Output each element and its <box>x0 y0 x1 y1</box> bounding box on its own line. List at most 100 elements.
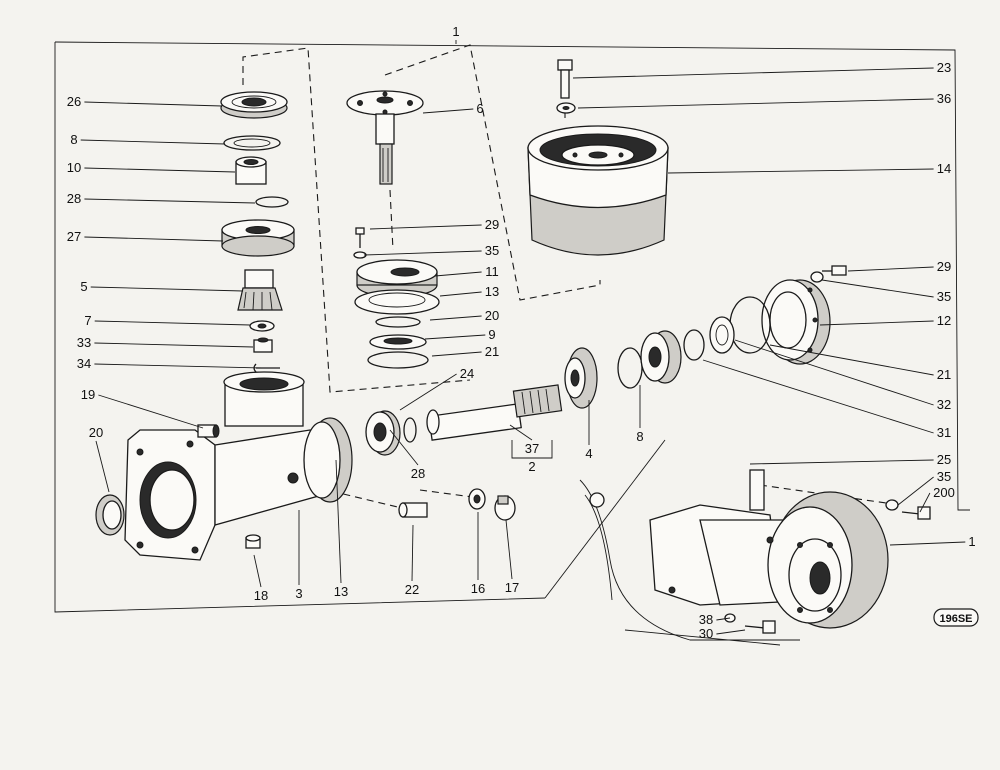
callout-labels: 2681028275733341920629351113209212336142… <box>67 60 976 641</box>
leader-line-c-21a <box>431 351 482 357</box>
bolt-29b <box>822 265 847 276</box>
callout-c-23: 23 <box>937 60 951 75</box>
assembly-frame <box>54 40 970 613</box>
callout-c-29b: 29 <box>937 259 951 274</box>
callout-c-13b: 13 <box>334 584 348 599</box>
callout-c-5: 5 <box>80 279 87 294</box>
callout-c-31: 31 <box>937 425 951 440</box>
callout-c-37: 37 <box>525 441 539 456</box>
callout-c-7: 7 <box>84 313 91 328</box>
leader-line-c-35b <box>821 279 934 298</box>
nut-33 <box>253 337 273 353</box>
leader-line-c-38 <box>716 617 731 621</box>
seal-20a <box>95 494 125 536</box>
leader-line-c-36 <box>577 98 934 109</box>
seal-32 <box>709 316 735 354</box>
leader-line-c-14 <box>667 168 934 174</box>
plug-17 <box>494 495 516 521</box>
callout-c-8a: 8 <box>70 132 77 147</box>
assembly-guides <box>242 44 901 511</box>
callout-c-4: 4 <box>585 446 592 461</box>
leader-line-c-20a <box>95 440 110 493</box>
callout-c-14: 14 <box>937 161 951 176</box>
plug-19 <box>197 424 220 438</box>
callout-c-8b: 8 <box>636 429 643 444</box>
leader-line-c-22 <box>411 524 414 582</box>
leader-line-c-18 <box>253 554 262 588</box>
leader-line-c-29a <box>369 224 482 230</box>
leader-line-c-34 <box>94 363 263 369</box>
callout-c-17: 17 <box>505 580 519 595</box>
callout-c-36: 36 <box>937 91 951 106</box>
leader-line-c-28a <box>84 198 256 204</box>
brake-drum-14 <box>527 125 669 256</box>
seal-13a <box>354 289 440 315</box>
pinion-gear-5 <box>237 269 283 311</box>
circlip-8 <box>223 135 281 151</box>
leader-line-c-9 <box>424 334 486 340</box>
bearing-8-housing <box>640 330 682 384</box>
leader-line-c-35c <box>897 476 934 506</box>
callout-c-28b: 28 <box>411 466 425 481</box>
circlip-8b <box>617 347 643 389</box>
leader-line-c-25 <box>749 459 934 465</box>
bolt-29a <box>355 227 365 248</box>
callout-c-35a: 35 <box>485 243 499 258</box>
shaft-2-bracket <box>511 440 553 459</box>
callout-c-21a: 21 <box>485 344 499 359</box>
callout-c-25: 25 <box>937 452 951 467</box>
leader-line-c-24 <box>399 373 457 411</box>
gasket-21a <box>367 351 429 369</box>
leader-line-c-6 <box>422 108 474 114</box>
callout-c-27: 27 <box>67 229 81 244</box>
callout-c-38: 38 <box>699 612 713 627</box>
callout-c-32: 32 <box>937 397 951 412</box>
leader-line-c-17 <box>505 519 513 580</box>
callout-c-9: 9 <box>488 327 495 342</box>
breather-22 <box>398 502 428 518</box>
washer-7 <box>249 320 275 332</box>
ring-20b <box>375 316 421 328</box>
callout-c-16: 16 <box>471 581 485 596</box>
lock-washer-31 <box>683 329 705 361</box>
leader-line-c-28b <box>389 429 419 466</box>
callout-c-1b: 1 <box>968 534 975 549</box>
circlip-28 <box>255 196 289 208</box>
leader-line-c-31 <box>702 359 934 434</box>
bearing-27 <box>221 219 295 257</box>
leader-line-c-200 <box>919 492 931 513</box>
callout-c-18: 18 <box>254 588 268 603</box>
leader-line-c-29b <box>847 266 934 272</box>
bearing-24 <box>365 410 401 456</box>
leader-line-c-10 <box>84 167 236 173</box>
washer-35b <box>810 271 824 283</box>
washer-35c <box>885 499 899 511</box>
bolt-30 <box>744 620 776 634</box>
callout-c-35b: 35 <box>937 289 951 304</box>
leader-line-c-1b <box>889 541 966 546</box>
leader-line-c-11 <box>434 271 482 277</box>
washer-16 <box>468 488 486 510</box>
axle-housing-3 <box>124 371 353 561</box>
cover-12 <box>761 279 831 365</box>
callout-c-24: 24 <box>460 366 474 381</box>
callout-c-19: 19 <box>81 387 95 402</box>
callout-c-28a: 28 <box>67 191 81 206</box>
callout-c-35c: 35 <box>937 469 951 484</box>
callout-c-29a: 29 <box>485 217 499 232</box>
washer-36 <box>556 102 576 114</box>
callout-c-30: 30 <box>699 626 713 641</box>
leader-line-c-32 <box>734 339 934 406</box>
callout-c-6: 6 <box>476 101 483 116</box>
callout-c-20b: 20 <box>485 308 499 323</box>
assembly-ref-label: 1 <box>452 24 459 39</box>
bearing-26 <box>220 91 288 119</box>
bolt-23 <box>557 59 573 99</box>
leader-line-c-23 <box>572 67 934 79</box>
flange-shaft-6 <box>346 90 424 185</box>
spacer-10 <box>235 156 267 185</box>
drain-plug-18 <box>245 534 261 549</box>
callout-c-33: 33 <box>77 335 91 350</box>
callout-c-2: 2 <box>528 459 535 474</box>
